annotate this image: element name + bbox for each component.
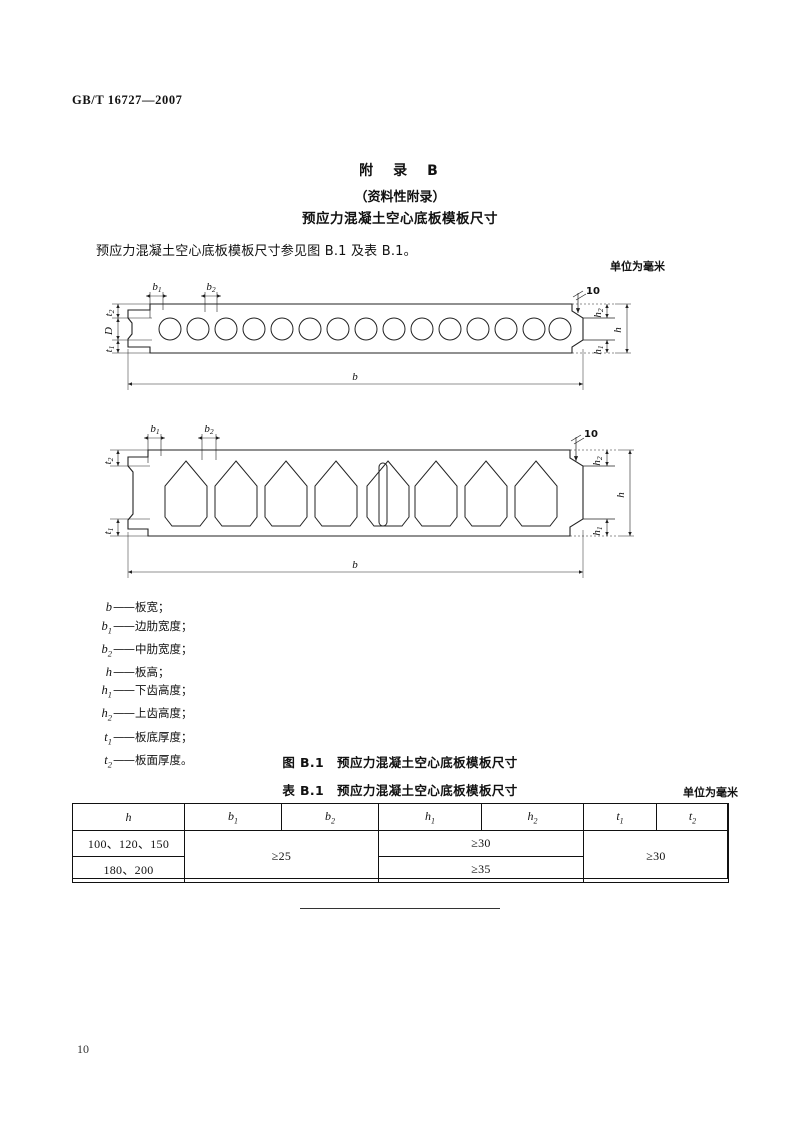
legend-symbol: b <box>105 600 112 614</box>
legend-dash: —— <box>113 729 135 744</box>
svg-text:10: 10 <box>586 286 600 297</box>
svg-text:h: h <box>612 327 624 333</box>
legend-dash: —— <box>113 683 135 698</box>
legend-desc: 上齿高度； <box>135 706 193 721</box>
svg-text:b: b <box>352 559 358 571</box>
legend-item: h1——下齿高度； <box>92 681 193 704</box>
legend-symbol: t1 <box>104 729 112 747</box>
table-header-h1: h1 <box>378 803 482 831</box>
svg-text:10: 10 <box>584 429 598 440</box>
cell-t-span: ≥30 <box>583 830 729 883</box>
legend-desc: 边肋宽度； <box>135 618 193 633</box>
legend-item: t1——板底厚度； <box>92 728 193 751</box>
symbol-legend: b——板宽； b1——边肋宽度； b2——中肋宽度； h——板高； h1——下齿… <box>92 598 193 774</box>
svg-text:t1: t1 <box>103 346 116 353</box>
legend-item: b2——中肋宽度； <box>92 640 193 663</box>
svg-text:h2: h2 <box>592 308 605 318</box>
table-header-t1: t1 <box>583 803 657 831</box>
svg-text:b1: b1 <box>152 281 161 294</box>
dimensions-table: h b1 b2 h1 h2 t1 t2 100、120、150 ≥25 ≥30 … <box>72 803 729 883</box>
figure-unit-label: 单位为毫米 <box>610 260 665 273</box>
cell-h-span-row1: ≥30 <box>378 830 584 857</box>
legend-desc: 板底厚度； <box>135 729 193 744</box>
annex-name: 预应力混凝土空心底板模板尺寸 <box>302 211 498 227</box>
legend-symbol: b2 <box>101 641 113 659</box>
legend-dash: —— <box>113 706 135 721</box>
legend-dash: —— <box>113 600 135 614</box>
legend-item: t2——板面厚度。 <box>92 751 193 774</box>
svg-text:t2: t2 <box>102 457 115 464</box>
drawing-top-circular-voids: b1 b2 t2 D t1 10 h2 <box>103 281 631 390</box>
legend-desc: 板高； <box>135 664 170 679</box>
cell-h-span-row2: ≥35 <box>378 856 584 883</box>
legend-desc: 板宽； <box>135 600 170 614</box>
legend-symbol: h1 <box>101 683 113 700</box>
table-header-t2: t2 <box>656 803 729 831</box>
legend-desc: 下齿高度； <box>135 683 193 698</box>
legend-dash: —— <box>113 664 135 679</box>
legend-symbol: t2 <box>104 752 112 770</box>
legend-symbol: h <box>105 664 112 679</box>
figure-caption: 图 B.1 预应力混凝土空心底板模板尺寸 <box>282 755 518 770</box>
annex-title: 附 录 B <box>359 163 441 179</box>
table-row: 100、120、150 ≥25 ≥30 ≥30 <box>72 830 729 883</box>
svg-text:h1: h1 <box>591 526 604 535</box>
technical-drawing: b1 b2 t2 D t1 10 h2 <box>102 281 634 578</box>
legend-desc: 板面厚度。 <box>135 752 193 767</box>
svg-text:D: D <box>103 327 115 336</box>
legend-item: b——板宽； <box>92 598 193 617</box>
legend-item: h2——上齿高度； <box>92 704 193 727</box>
page-number: 10 <box>77 1042 89 1056</box>
svg-text:b2: b2 <box>206 281 216 294</box>
legend-item: h——板高； <box>92 663 193 682</box>
table-unit-label: 单位为毫米 <box>683 786 738 799</box>
void-pentagons <box>164 460 558 527</box>
svg-text:t2: t2 <box>103 309 116 316</box>
svg-text:h1: h1 <box>592 345 605 354</box>
svg-text:b: b <box>352 371 358 383</box>
legend-desc: 中肋宽度； <box>135 641 193 656</box>
drawing-bottom-pentagon-voids: b1 b2 t2 t1 10 h2 h1 <box>102 423 634 578</box>
legend-dash: —— <box>113 752 135 767</box>
legend-symbol: b1 <box>101 618 113 636</box>
svg-text:b1: b1 <box>150 423 159 436</box>
legend-dash: —— <box>113 641 135 656</box>
cell-h-row1: 100、120、150 <box>72 830 185 857</box>
standard-code: GB/T 16727—2007 <box>72 93 183 107</box>
void-circles <box>158 317 572 341</box>
cell-h-row2: 180、200 <box>72 856 185 883</box>
svg-text:t1: t1 <box>102 528 115 535</box>
cell-b-span: ≥25 <box>184 830 379 883</box>
table-header-row: h b1 b2 h1 h2 t1 t2 <box>72 803 729 831</box>
table-header-b1: b1 <box>184 803 282 831</box>
legend-dash: —— <box>113 618 135 633</box>
table-header-h2: h2 <box>481 803 584 831</box>
center-slot <box>378 462 388 527</box>
annex-subtitle: （资料性附录） <box>354 190 446 205</box>
intro-paragraph: 预应力混凝土空心底板模板尺寸参见图 B.1 及表 B.1。 <box>96 244 417 259</box>
table-header-h: h <box>72 803 185 831</box>
table-header-b2: b2 <box>281 803 379 831</box>
table-caption: 表 B.1 预应力混凝土空心底板模板尺寸 <box>282 783 518 798</box>
legend-item: b1——边肋宽度； <box>92 617 193 640</box>
svg-text:b2: b2 <box>204 423 214 436</box>
svg-text:h: h <box>615 492 627 498</box>
footer-rule <box>300 908 500 909</box>
svg-text:h2: h2 <box>591 456 604 466</box>
legend-symbol: h2 <box>101 706 113 723</box>
